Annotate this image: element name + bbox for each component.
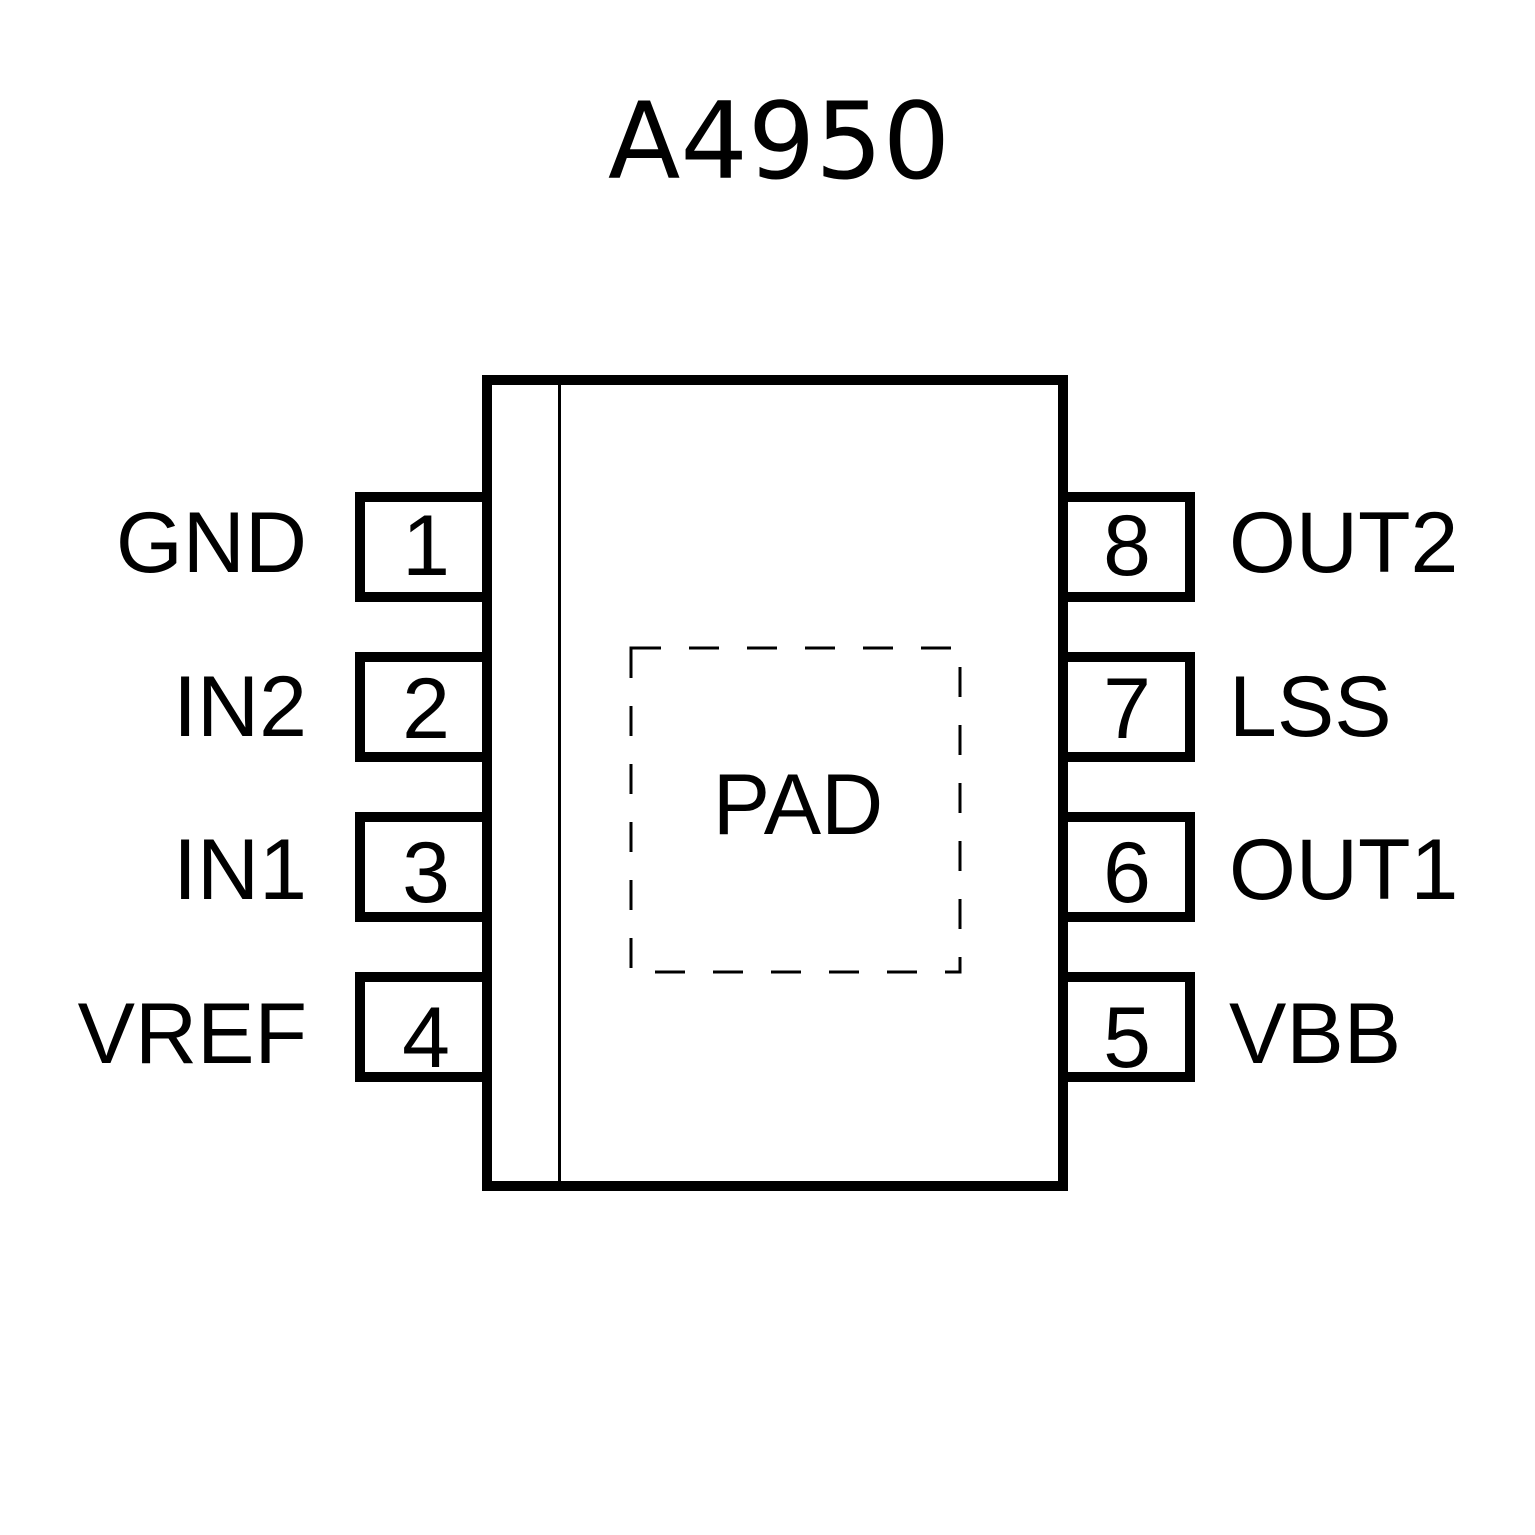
pin-number: 6 (1103, 825, 1151, 921)
pin-number: 3 (402, 825, 450, 921)
left-pins: 1 GND 2 IN2 3 IN1 4 VREF (78, 492, 492, 1086)
pad-label: PAD (713, 757, 883, 853)
pin-box (1058, 492, 1195, 602)
pin-name: IN1 (173, 822, 307, 918)
pin-5: 5 VBB (1058, 972, 1401, 1086)
pin-3: 3 IN1 (173, 812, 492, 922)
pin-7: 7 LSS (1058, 652, 1392, 762)
pin-2: 2 IN2 (173, 652, 492, 762)
chip-title: A4950 (608, 80, 950, 203)
pin-box (1058, 972, 1195, 1082)
pin-4: 4 VREF (78, 972, 492, 1086)
pin-number: 8 (1103, 498, 1151, 594)
pin-number: 2 (402, 661, 450, 757)
pin-name: GND (116, 495, 307, 591)
chip-body (482, 375, 1068, 1191)
right-pins: 8 OUT2 7 LSS 6 OUT1 5 VBB (1058, 492, 1458, 1086)
pin-name: OUT1 (1229, 822, 1458, 918)
pin-box (355, 972, 492, 1082)
pin-box (355, 812, 492, 922)
pin-box (355, 652, 492, 762)
pin-number: 5 (1103, 990, 1151, 1086)
pin-box (1058, 812, 1195, 922)
pin-number: 1 (402, 498, 450, 594)
pin-6: 6 OUT1 (1058, 812, 1458, 922)
pin-box (355, 492, 492, 602)
package-outline (482, 375, 1068, 1191)
pad-outline (629, 646, 962, 974)
exposed-pad: PAD (629, 646, 962, 974)
pin-name: IN2 (173, 659, 307, 755)
pin-name: VBB (1229, 986, 1401, 1082)
pin-number: 7 (1103, 661, 1151, 757)
pin-1: 1 GND (116, 492, 492, 602)
pin-name: OUT2 (1229, 495, 1458, 591)
pin-name: LSS (1229, 659, 1392, 755)
pin-8: 8 OUT2 (1058, 492, 1458, 602)
pin-name: VREF (78, 986, 307, 1082)
pin-number: 4 (402, 990, 450, 1086)
pin-box (1058, 652, 1195, 762)
